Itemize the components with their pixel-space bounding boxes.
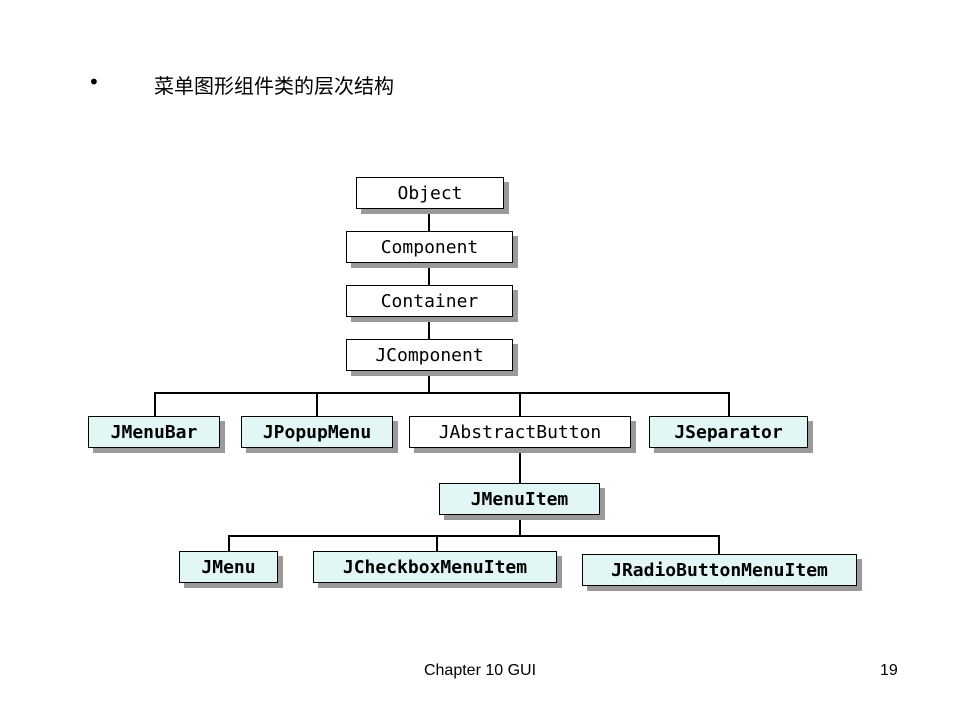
page-number: 19: [880, 662, 898, 679]
node-jradiobuttonmenuitem: JRadioButtonMenuItem: [582, 554, 857, 586]
connector-to-jabstractbutton: [519, 392, 521, 416]
connector-level6-bar: [228, 535, 720, 537]
connector-level4-bar: [154, 392, 730, 394]
node-jmenubar: JMenuBar: [88, 416, 220, 448]
connector-object-component: [428, 209, 430, 231]
node-jcheckboxmenuitem: JCheckboxMenuItem: [313, 551, 557, 583]
connector-container-jcomponent: [428, 317, 430, 339]
connector-to-jseparator: [728, 392, 730, 416]
connector-jmenuitem-down: [519, 516, 521, 536]
footer-title: Chapter 10 GUI: [423, 662, 537, 679]
node-jabstractbutton: JAbstractButton: [409, 416, 631, 448]
connector-jabstractbutton-jmenuitem: [519, 449, 521, 483]
connector-jcomponent-down: [428, 371, 430, 393]
node-container: Container: [346, 285, 513, 317]
slide-heading: 菜单图形组件类的层次结构: [154, 74, 394, 98]
connector-component-container: [428, 263, 430, 285]
node-component: Component: [346, 231, 513, 263]
node-object: Object: [356, 177, 504, 209]
node-jmenu: JMenu: [179, 551, 278, 583]
bullet-marker: •: [88, 70, 100, 94]
connector-to-jcheckboxmenuitem: [436, 535, 438, 551]
node-jmenuitem: JMenuItem: [439, 483, 600, 515]
node-jcomponent: JComponent: [346, 339, 513, 371]
connector-to-jpopupmenu: [316, 392, 318, 416]
node-jseparator: JSeparator: [649, 416, 808, 448]
node-jpopupmenu: JPopupMenu: [241, 416, 393, 448]
connector-to-jmenu: [228, 535, 230, 551]
connector-to-jmenubar: [154, 392, 156, 416]
connector-to-jradiobuttonmenuitem: [718, 535, 720, 554]
